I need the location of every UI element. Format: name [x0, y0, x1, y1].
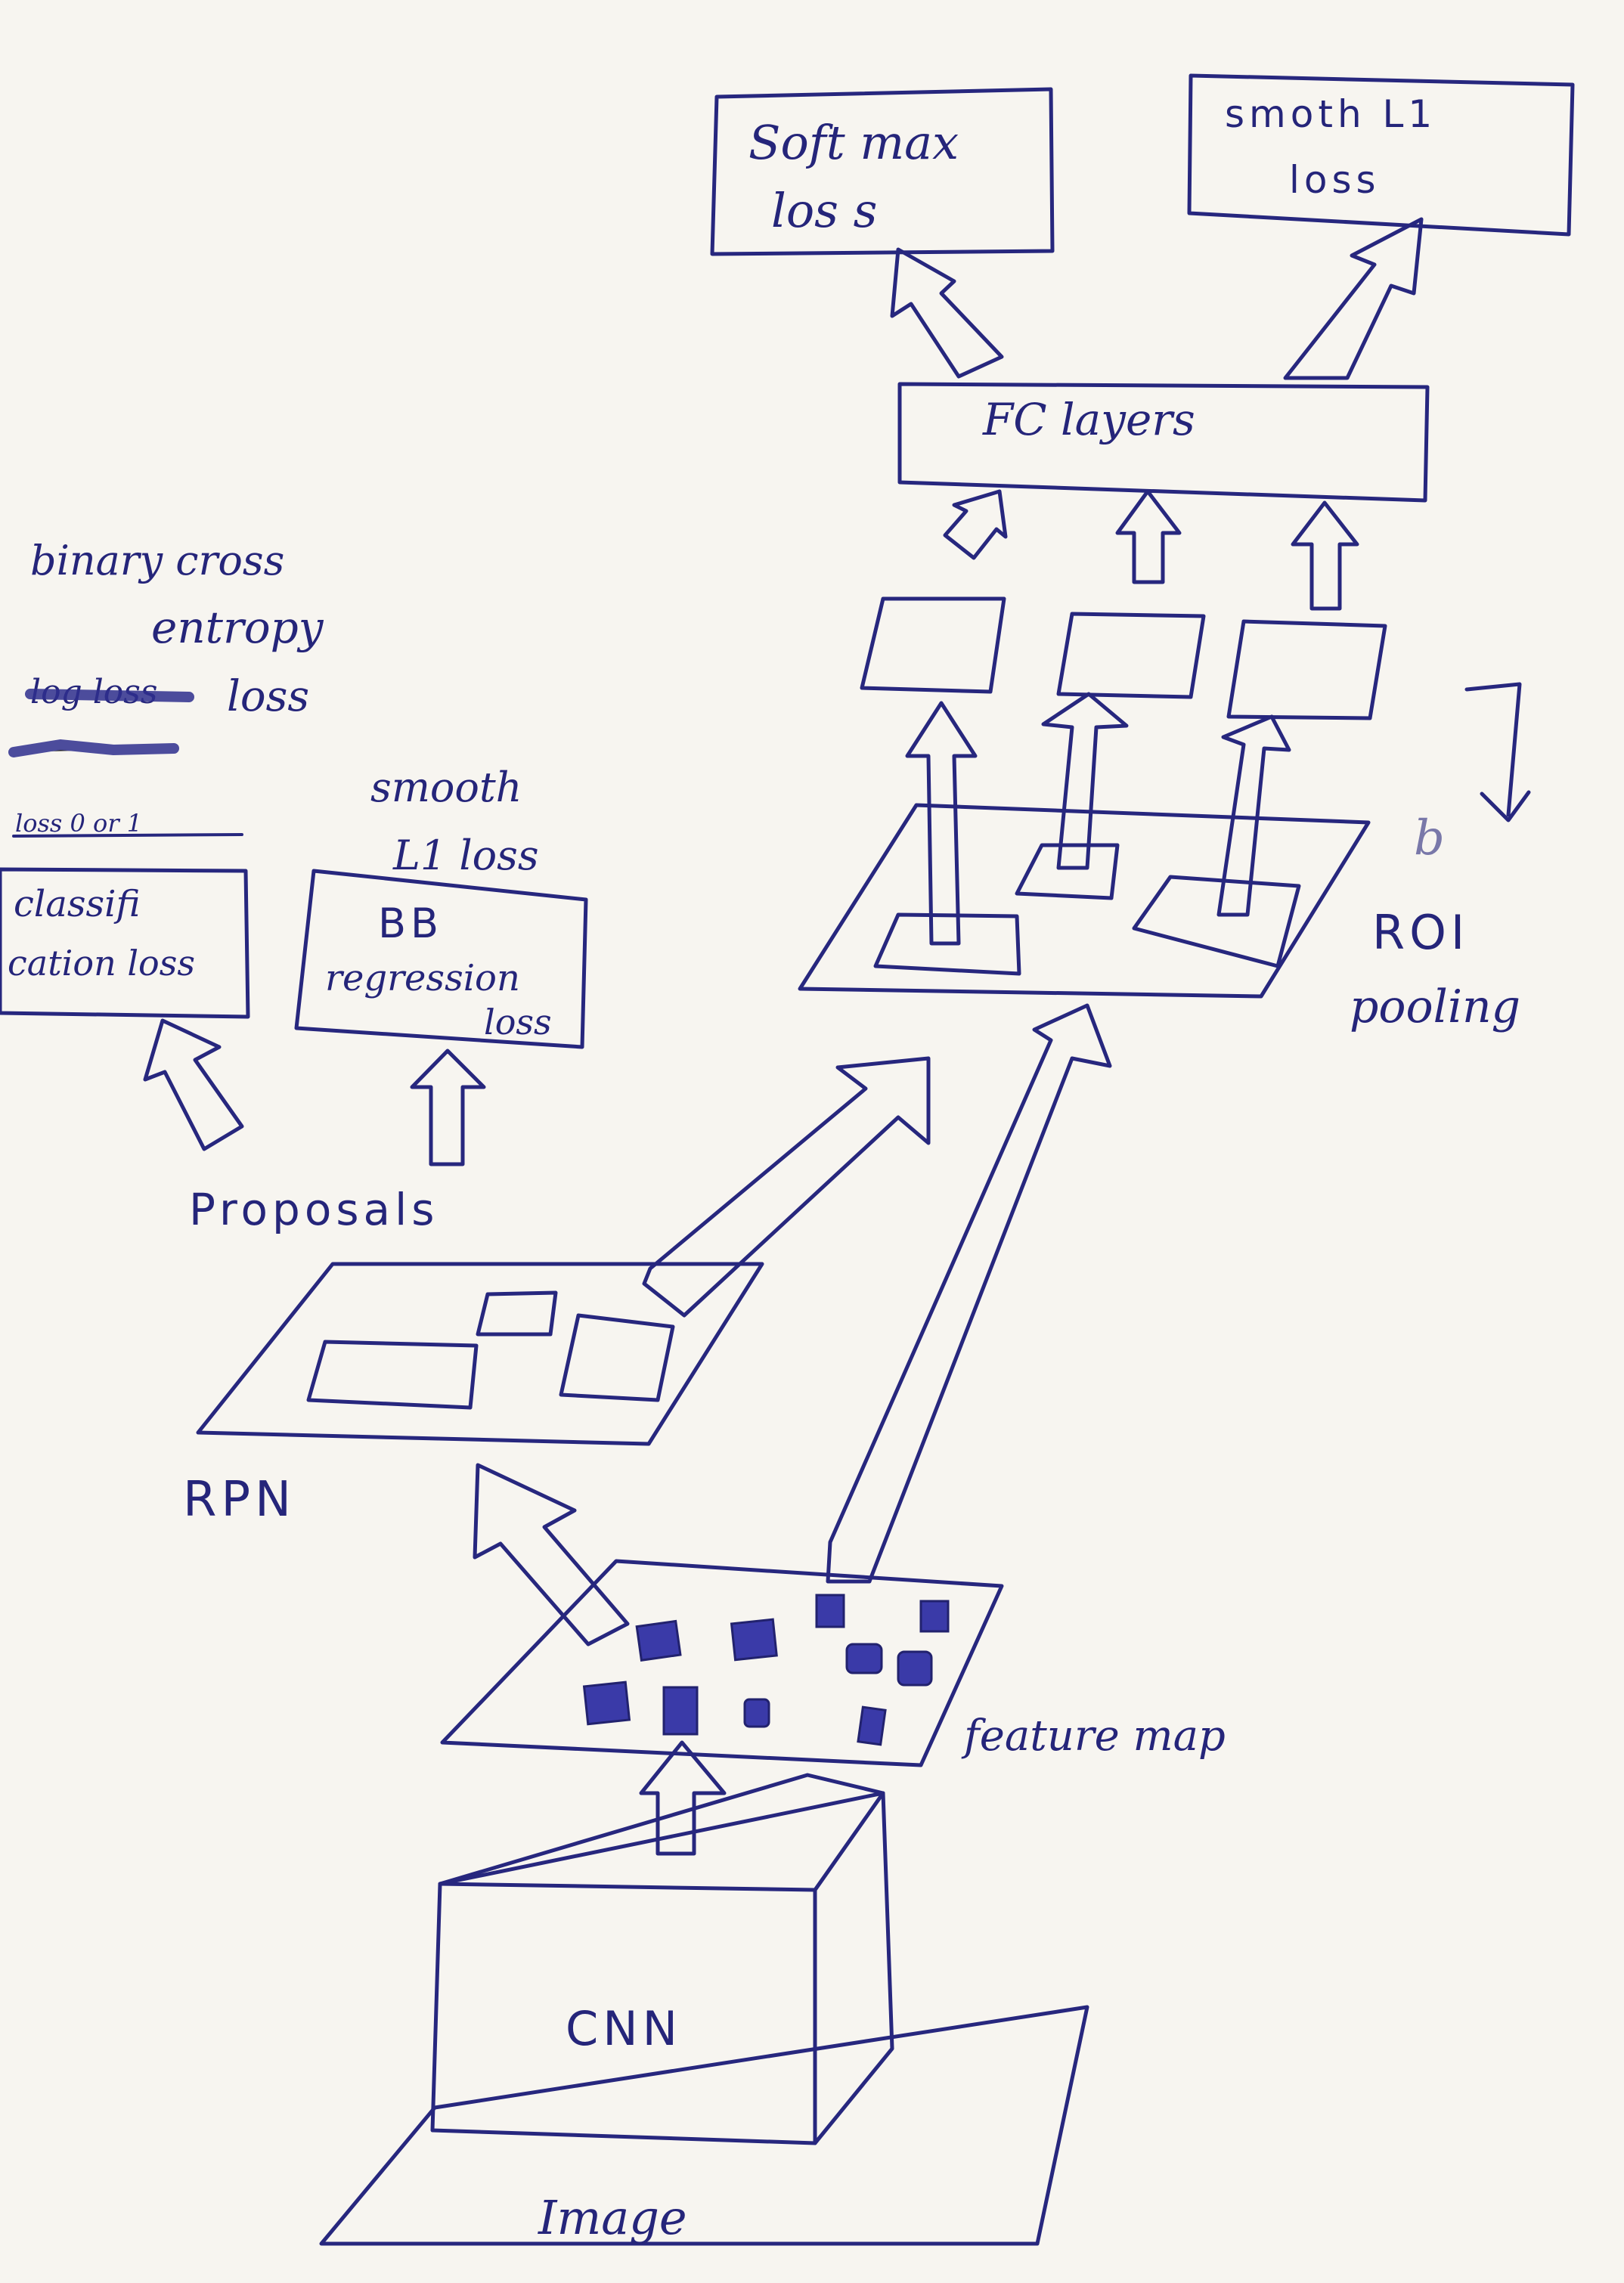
image-label: Image — [538, 2190, 687, 2245]
feature-cell — [582, 1680, 631, 1726]
feature-cell — [730, 1618, 778, 1662]
softmax-loss-label-2: los s — [771, 183, 878, 238]
fc-layers-box: FC layers — [897, 382, 1430, 503]
smooth-l1-top-label-2: loss — [1289, 158, 1381, 202]
feature-cell — [857, 1705, 887, 1746]
arrow-region1-up — [905, 701, 978, 946]
softmax-loss-box: Soft max los s — [710, 87, 1055, 256]
proposal-box-3 — [559, 1313, 675, 1402]
bb-regression-label-2: regression — [325, 957, 520, 999]
pooling-label: pooling — [1350, 980, 1520, 1033]
proposal-box-1 — [306, 1340, 479, 1410]
arrow-region3-up — [1216, 714, 1291, 917]
smooth-l1-top-label-1: smoth L1 — [1225, 92, 1436, 136]
cnn-block: CNN — [430, 1773, 894, 2145]
roi-note-arrow — [1464, 682, 1531, 822]
feature-cell — [662, 1686, 699, 1736]
classification-label-2: cation loss — [8, 943, 195, 984]
roi-output-box-2 — [1056, 612, 1206, 699]
arrow-proposals-to-classification — [143, 1018, 244, 1151]
binary-ce-label-1: binary cross — [30, 537, 284, 584]
proposal-box-2 — [476, 1290, 558, 1337]
svg-text:loss 0 or 1: loss 0 or 1 — [15, 809, 142, 838]
roi-pooling-plane — [798, 803, 1371, 999]
arrow-fc-to-softmax — [890, 247, 1004, 379]
smooth-l1-left-label-2: L1 loss — [392, 832, 539, 879]
softmax-loss-label-1: Soft max — [748, 115, 959, 170]
classification-loss-box: classifi cation loss — [0, 867, 250, 1019]
proposals-label: Proposals — [189, 1184, 439, 1235]
roi-note-letter: b — [1414, 810, 1445, 866]
arrow-roi1-to-fc — [943, 489, 1008, 560]
cnn-label: CNN — [566, 2001, 682, 2056]
feature-cell — [815, 1594, 845, 1628]
arrow-proposals-to-bb — [410, 1049, 486, 1166]
image-plane: Image — [319, 2005, 1089, 2246]
roi-output-box-3 — [1226, 619, 1387, 720]
feature-cell — [635, 1619, 682, 1662]
roi-region-2 — [1015, 843, 1120, 900]
arrow-region2-up — [1041, 692, 1129, 870]
classification-label-1: classifi — [14, 883, 140, 925]
feature-map-label: feature map — [961, 1711, 1226, 1761]
rpn-label: RPN — [183, 1472, 296, 1528]
arrow-fc-to-smooth-l1 — [1283, 217, 1424, 380]
feature-map-plane — [440, 1559, 1004, 1767]
rpn-plane — [196, 1262, 764, 1446]
bb-regression-label-1: BB — [378, 900, 443, 947]
feature-cell — [919, 1600, 950, 1633]
struck-word-1: log loss — [25, 673, 194, 711]
arrow-roi2-to-fc — [1115, 489, 1182, 584]
struck-word-2: loss 0 or 1 — [12, 809, 243, 838]
bb-regression-box: BB regression loss — [294, 869, 588, 1049]
arrow-featuremap-to-rpn — [473, 1463, 630, 1646]
fc-layers-label: FC layers — [982, 394, 1195, 445]
smooth-l1-top-box: smoth L1 loss — [1187, 73, 1575, 237]
binary-ce-label-2: entropy — [151, 602, 324, 653]
smooth-l1-left-label-1: smooth — [370, 764, 522, 811]
feature-cell — [897, 1650, 933, 1687]
arrow-roi3-to-fc — [1291, 500, 1359, 611]
binary-ce-label-3: loss — [227, 672, 309, 721]
roi-region-1 — [873, 912, 1021, 976]
roi-label: ROI — [1372, 905, 1469, 960]
arrow-cnn-to-featuremap — [639, 1740, 727, 1856]
feature-cell — [845, 1643, 883, 1674]
scribble-strike — [8, 739, 179, 757]
arrow-rpn-to-roi — [642, 1056, 931, 1318]
roi-region-3 — [1132, 875, 1301, 968]
bb-regression-label-3: loss — [484, 1002, 552, 1042]
roi-output-box-1 — [860, 596, 1006, 694]
arrow-featuremap-to-roi — [826, 1003, 1112, 1584]
feature-cell — [743, 1698, 770, 1728]
